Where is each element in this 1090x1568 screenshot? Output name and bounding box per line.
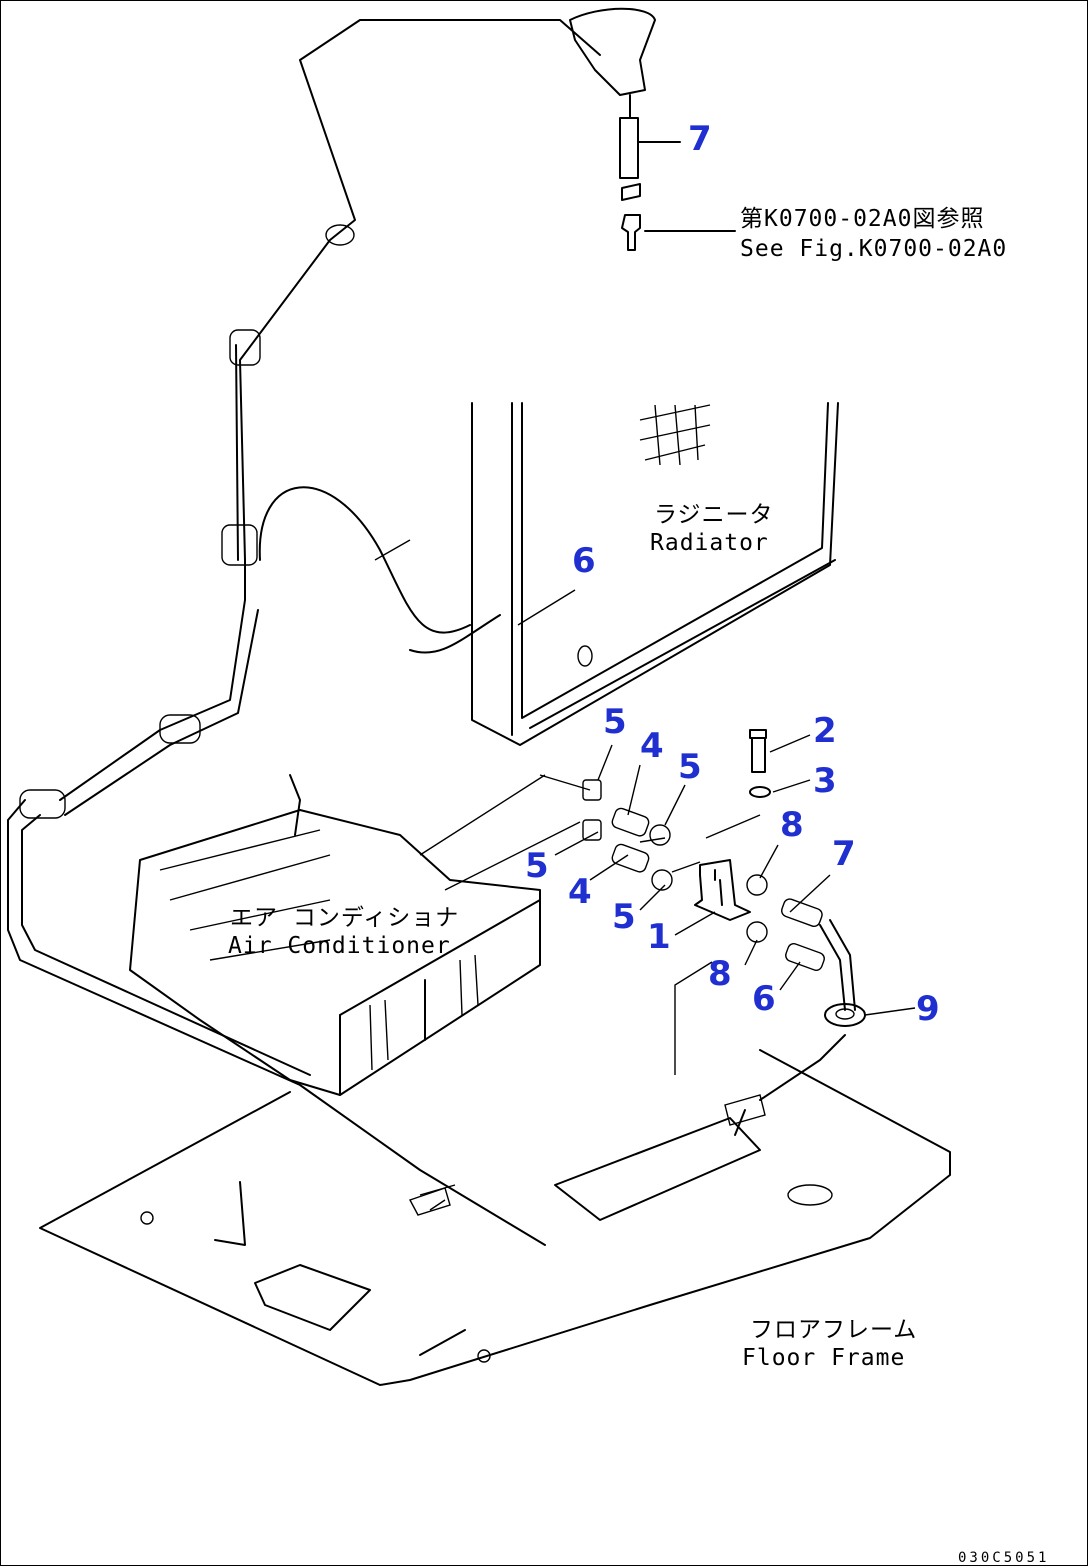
callout-numbers: 7 6 5 4 5 2 3 8 7 5 4 5 1 8 6 9	[525, 119, 940, 1029]
floor-frame	[39, 1049, 951, 1386]
callout-9: 9	[916, 989, 940, 1029]
reference-en: See Fig.K0700-02A0	[740, 236, 1007, 262]
callout-5-c: 5	[525, 846, 549, 886]
radiator	[471, 402, 839, 746]
callout-5-a: 5	[603, 702, 627, 742]
callout-5-d: 5	[612, 897, 636, 937]
floor-label-en: Floor Frame	[742, 1345, 905, 1371]
air-conditioner	[129, 774, 541, 1096]
radiator-label-en: Radiator	[650, 530, 769, 556]
callout-6-b: 6	[752, 979, 776, 1019]
aircon-label-jp: エア コンディショナ	[230, 905, 459, 931]
text-labels: 第K0700-02A0図参照 See Fig.K0700-02A0 ラジニータ …	[228, 206, 1049, 1566]
aircon-label-en: Air Conditioner	[228, 933, 451, 959]
drain-hoses	[7, 19, 856, 1246]
floor-label-jp: フロアフレーム	[750, 1317, 917, 1343]
leader-lines	[517, 589, 916, 1016]
callout-6-top: 6	[572, 541, 596, 581]
callout-5-b: 5	[678, 747, 702, 787]
callout-7-b: 7	[832, 834, 856, 874]
callout-1: 1	[647, 917, 671, 957]
top-elbow-assembly	[569, 7, 736, 251]
hose-clamps	[19, 224, 766, 1216]
callout-4-a: 4	[640, 726, 664, 766]
figure-code: 030C5051	[958, 1550, 1049, 1566]
callout-8-a: 8	[780, 805, 804, 845]
reference-jp: 第K0700-02A0図参照	[740, 206, 984, 232]
fitting-cluster	[582, 729, 866, 1075]
callout-2: 2	[813, 711, 837, 751]
callout-7-top: 7	[688, 119, 712, 159]
radiator-label-jp: ラジニータ	[654, 502, 774, 528]
callout-4-b: 4	[568, 872, 592, 912]
callout-3: 3	[813, 761, 837, 801]
callout-8-b: 8	[708, 954, 732, 994]
